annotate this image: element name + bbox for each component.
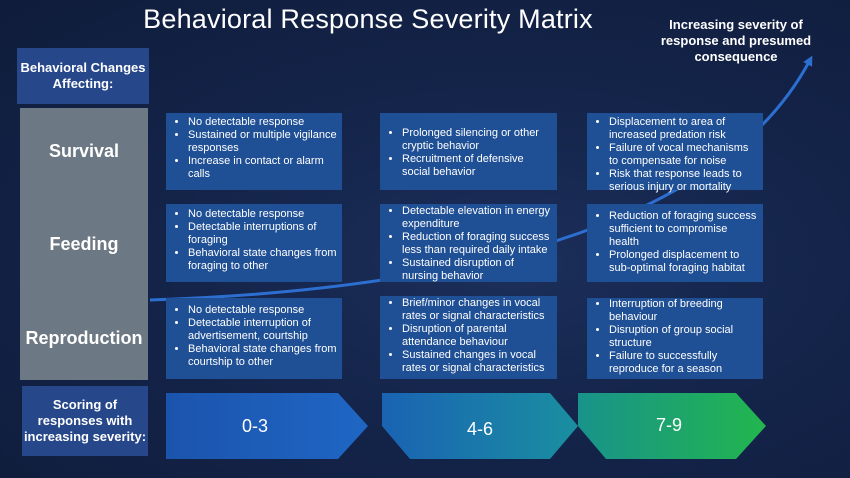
cell-reproduction-low: No detectable response Detectable interr… bbox=[166, 298, 342, 379]
list-item: Recruitment of defensive social behavior bbox=[402, 153, 553, 179]
list-item: Brief/minor changes in vocal rates or si… bbox=[402, 297, 553, 323]
scoring-label: Scoring of responses with increasing sev… bbox=[22, 386, 148, 456]
row-label-survival: Survival bbox=[48, 141, 120, 161]
list-item: No detectable response bbox=[188, 208, 338, 221]
list-item: Failure of vocal mechanisms to compensat… bbox=[609, 142, 759, 168]
chevron-low bbox=[166, 393, 368, 459]
cell-survival-high: Displacement to area of increased predat… bbox=[587, 113, 763, 193]
list-item: Detectable interruption of advertisement… bbox=[188, 317, 338, 343]
page-title: Behavioral Response Severity Matrix bbox=[143, 4, 593, 34]
list-item: Disruption of group social structure bbox=[609, 324, 759, 350]
chevron-mid bbox=[382, 393, 578, 459]
list-item: Behavioral state changes from foraging t… bbox=[188, 247, 338, 273]
row-label-feeding: Feeding bbox=[49, 234, 119, 254]
cell-feeding-low: No detectable response Detectable interr… bbox=[166, 204, 342, 282]
list-item: Prolonged displacement to sub-optimal fo… bbox=[609, 249, 759, 275]
list-item: Sustained or multiple vigilance response… bbox=[188, 129, 338, 155]
list-item: Increase in contact or alarm calls bbox=[188, 155, 338, 181]
list-item: Prolonged silencing or other cryptic beh… bbox=[402, 127, 553, 153]
list-item: No detectable response bbox=[188, 304, 338, 317]
score-mid: 4-6 bbox=[466, 418, 493, 439]
row-label-reproduction: Reproduction bbox=[25, 328, 143, 348]
cell-survival-low: No detectable response Sustained or mult… bbox=[166, 113, 342, 190]
list-item: Sustained disruption of nursing behavior bbox=[402, 257, 553, 283]
list-item: Reduction of foraging success less than … bbox=[402, 231, 553, 257]
list-item: Interruption of breeding behaviour bbox=[609, 298, 759, 324]
list-item: Failure to successfully reproduce for a … bbox=[609, 350, 759, 376]
severity-note: Increasing severity of response and pres… bbox=[660, 17, 812, 64]
header-behavioral-changes: Behavioral Changes Affecting: bbox=[17, 48, 149, 104]
cell-survival-mid: Prolonged silencing or other cryptic beh… bbox=[380, 113, 557, 190]
list-item: No detectable response bbox=[188, 116, 338, 129]
list-item: Detectable elevation in energy expenditu… bbox=[402, 205, 553, 231]
list-item: Risk that response leads to serious inju… bbox=[609, 168, 759, 194]
cell-reproduction-high: Interruption of breeding behaviour Disru… bbox=[587, 298, 763, 379]
list-item: Reduction of foraging success sufficient… bbox=[609, 210, 759, 249]
list-item: Behavioral state changes from courtship … bbox=[188, 343, 338, 369]
score-high: 7-9 bbox=[655, 414, 682, 435]
cell-feeding-mid: Detectable elevation in energy expenditu… bbox=[380, 204, 557, 282]
list-item: Detectable interruptions of foraging bbox=[188, 221, 338, 247]
list-item: Disruption of parental attendance behavi… bbox=[402, 323, 553, 349]
list-item: Displacement to area of increased predat… bbox=[609, 116, 759, 142]
chevron-high bbox=[578, 393, 766, 459]
cell-reproduction-mid: Brief/minor changes in vocal rates or si… bbox=[380, 296, 557, 379]
list-item: Sustained changes in vocal rates or sign… bbox=[402, 349, 553, 375]
score-low: 0-3 bbox=[241, 415, 268, 436]
cell-feeding-high: Reduction of foraging success sufficient… bbox=[587, 204, 763, 282]
row-label-column bbox=[20, 108, 148, 380]
